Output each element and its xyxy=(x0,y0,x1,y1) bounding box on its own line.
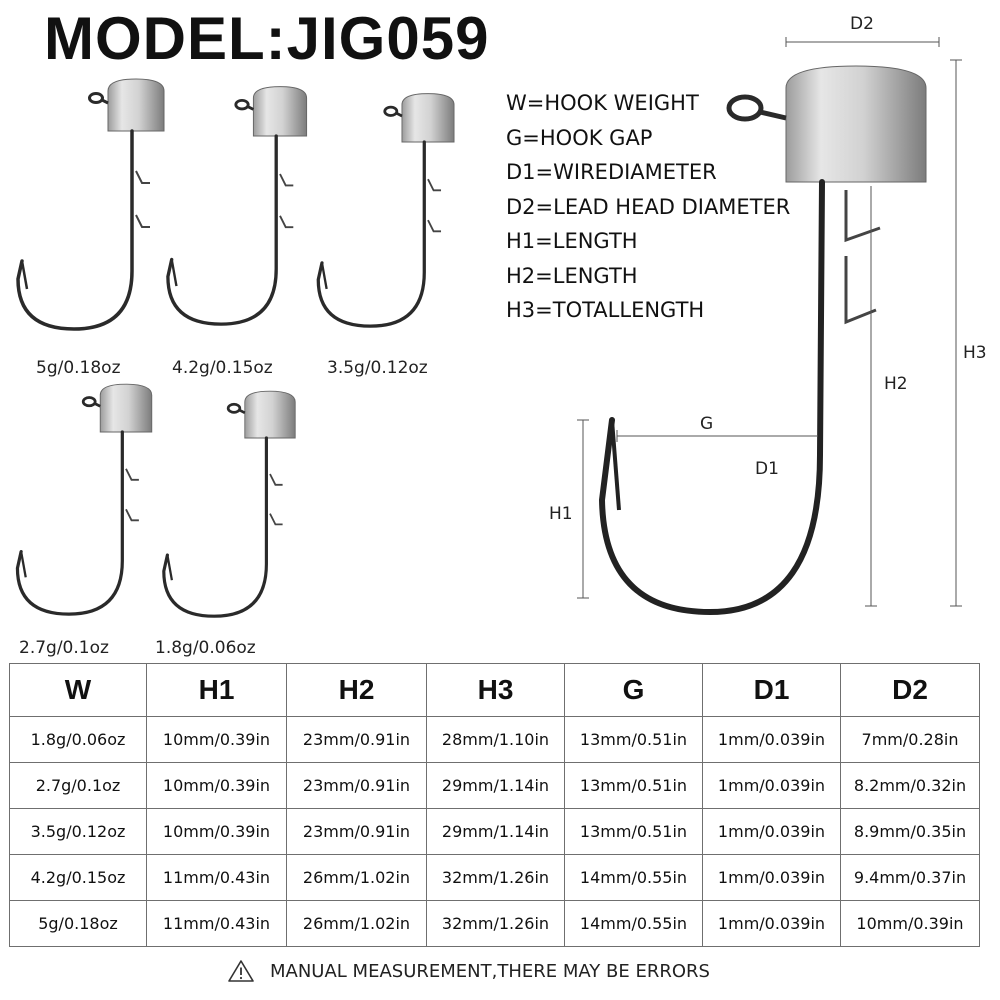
cell: 8.9mm/0.35in xyxy=(840,808,980,855)
header-g: G xyxy=(564,663,703,717)
cell: 3.5g/0.12oz xyxy=(9,808,147,855)
table-row: 1.8g/0.06oz 10mm/0.39in 23mm/0.91in 28mm… xyxy=(9,716,980,763)
cell: 23mm/0.91in xyxy=(286,762,427,809)
table-row: 5g/0.18oz 11mm/0.43in 26mm/1.02in 32mm/1… xyxy=(9,900,980,947)
legend-item-d1: D1=WIREDIAMETER xyxy=(506,160,717,184)
cell: 11mm/0.43in xyxy=(146,900,287,947)
table-header-row: W H1 H2 H3 G D1 D2 xyxy=(9,663,980,717)
dim-label-g: G xyxy=(700,414,714,434)
dimension-legend: W=HOOK WEIGHT G=HOOK GAP D1=WIREDIAMETER… xyxy=(506,86,790,328)
hook-label-4-2g: 4.2g/0.15oz xyxy=(172,358,273,378)
dim-label-h3: H3 xyxy=(963,343,987,363)
cell: 8.2mm/0.32in xyxy=(840,762,980,809)
diagram-hook xyxy=(577,37,962,616)
spec-table: W H1 H2 H3 G D1 D2 1.8g/0.06oz 10mm/0.39… xyxy=(9,663,980,947)
hook-3-5g xyxy=(316,92,456,328)
hook-label-2-7g: 2.7g/0.1oz xyxy=(19,638,109,658)
header-d2: D2 xyxy=(840,663,980,717)
legend-item-d2: D2=LEAD HEAD DIAMETER xyxy=(506,194,791,219)
hook-1-8g xyxy=(162,389,297,618)
legend-item-h2: H2=LENGTH xyxy=(506,263,638,288)
hook-label-5g: 5g/0.18oz xyxy=(36,358,121,378)
hook-2-7g xyxy=(15,382,154,616)
cell: 23mm/0.91in xyxy=(286,808,427,855)
cell: 1mm/0.039in xyxy=(702,808,841,855)
header-d1: D1 xyxy=(702,663,841,717)
cell: 11mm/0.43in xyxy=(146,854,287,901)
cell: 10mm/0.39in xyxy=(146,762,287,809)
cell: 26mm/1.02in xyxy=(286,854,427,901)
cell: 14mm/0.55in xyxy=(564,854,703,901)
cell: 23mm/0.91in xyxy=(286,716,427,763)
hook-5g xyxy=(16,77,166,331)
cell: 32mm/1.26in xyxy=(426,900,565,947)
cell: 29mm/1.14in xyxy=(426,808,565,855)
cell: 29mm/1.14in xyxy=(426,762,565,809)
legend-item-g: G=HOOK GAP xyxy=(506,125,653,150)
header-h1: H1 xyxy=(146,663,287,717)
cell: 10mm/0.39in xyxy=(146,716,287,763)
warning-icon xyxy=(228,960,254,982)
table-row: 3.5g/0.12oz 10mm/0.39in 23mm/0.91in 29mm… xyxy=(9,808,980,855)
cell: 10mm/0.39in xyxy=(146,808,287,855)
legend-item-h1: H1=LENGTH xyxy=(506,229,638,253)
cell: 1mm/0.039in xyxy=(702,716,841,763)
cell: 1mm/0.039in xyxy=(702,900,841,947)
dim-label-h1: H1 xyxy=(549,504,573,524)
legend-item-h3: H3=TOTALLENGTH xyxy=(506,298,705,322)
cell: 1mm/0.039in xyxy=(702,854,841,901)
cell: 1.8g/0.06oz xyxy=(9,716,147,763)
dim-label-d1: D1 xyxy=(755,459,779,479)
table-row: 2.7g/0.1oz 10mm/0.39in 23mm/0.91in 29mm/… xyxy=(9,762,980,809)
cell: 13mm/0.51in xyxy=(564,716,703,763)
cell: 10mm/0.39in xyxy=(840,900,980,947)
footer-note: MANUAL MEASUREMENT,THERE MAY BE ERRORS xyxy=(228,960,710,982)
cell: 2.7g/0.1oz xyxy=(9,762,147,809)
cell: 26mm/1.02in xyxy=(286,900,427,947)
cell: 4.2g/0.15oz xyxy=(9,854,147,901)
hook-label-1-8g: 1.8g/0.06oz xyxy=(155,638,256,658)
cell: 13mm/0.51in xyxy=(564,762,703,809)
cell: 32mm/1.26in xyxy=(426,854,565,901)
cell: 9.4mm/0.37in xyxy=(840,854,980,901)
hook-label-3-5g: 3.5g/0.12oz xyxy=(327,358,428,378)
dim-label-d2: D2 xyxy=(850,14,874,34)
header-w: W xyxy=(9,663,147,717)
header-h2: H2 xyxy=(286,663,427,717)
cell: 28mm/1.10in xyxy=(426,716,565,763)
cell: 1mm/0.039in xyxy=(702,762,841,809)
cell: 14mm/0.55in xyxy=(564,900,703,947)
legend-item-w: W=HOOK WEIGHT xyxy=(506,91,699,115)
hook-illustrations xyxy=(15,37,962,618)
table-row: 4.2g/0.15oz 11mm/0.43in 26mm/1.02in 32mm… xyxy=(9,854,980,901)
dim-label-h2: H2 xyxy=(884,374,908,394)
header-h3: H3 xyxy=(426,663,565,717)
footer-text: MANUAL MEASUREMENT,THERE MAY BE ERRORS xyxy=(270,960,710,982)
hook-4-2g xyxy=(166,84,309,326)
page-title: MODEL:JIG059 xyxy=(44,5,490,72)
cell: 13mm/0.51in xyxy=(564,808,703,855)
cell: 5g/0.18oz xyxy=(9,900,147,947)
cell: 7mm/0.28in xyxy=(840,716,980,763)
